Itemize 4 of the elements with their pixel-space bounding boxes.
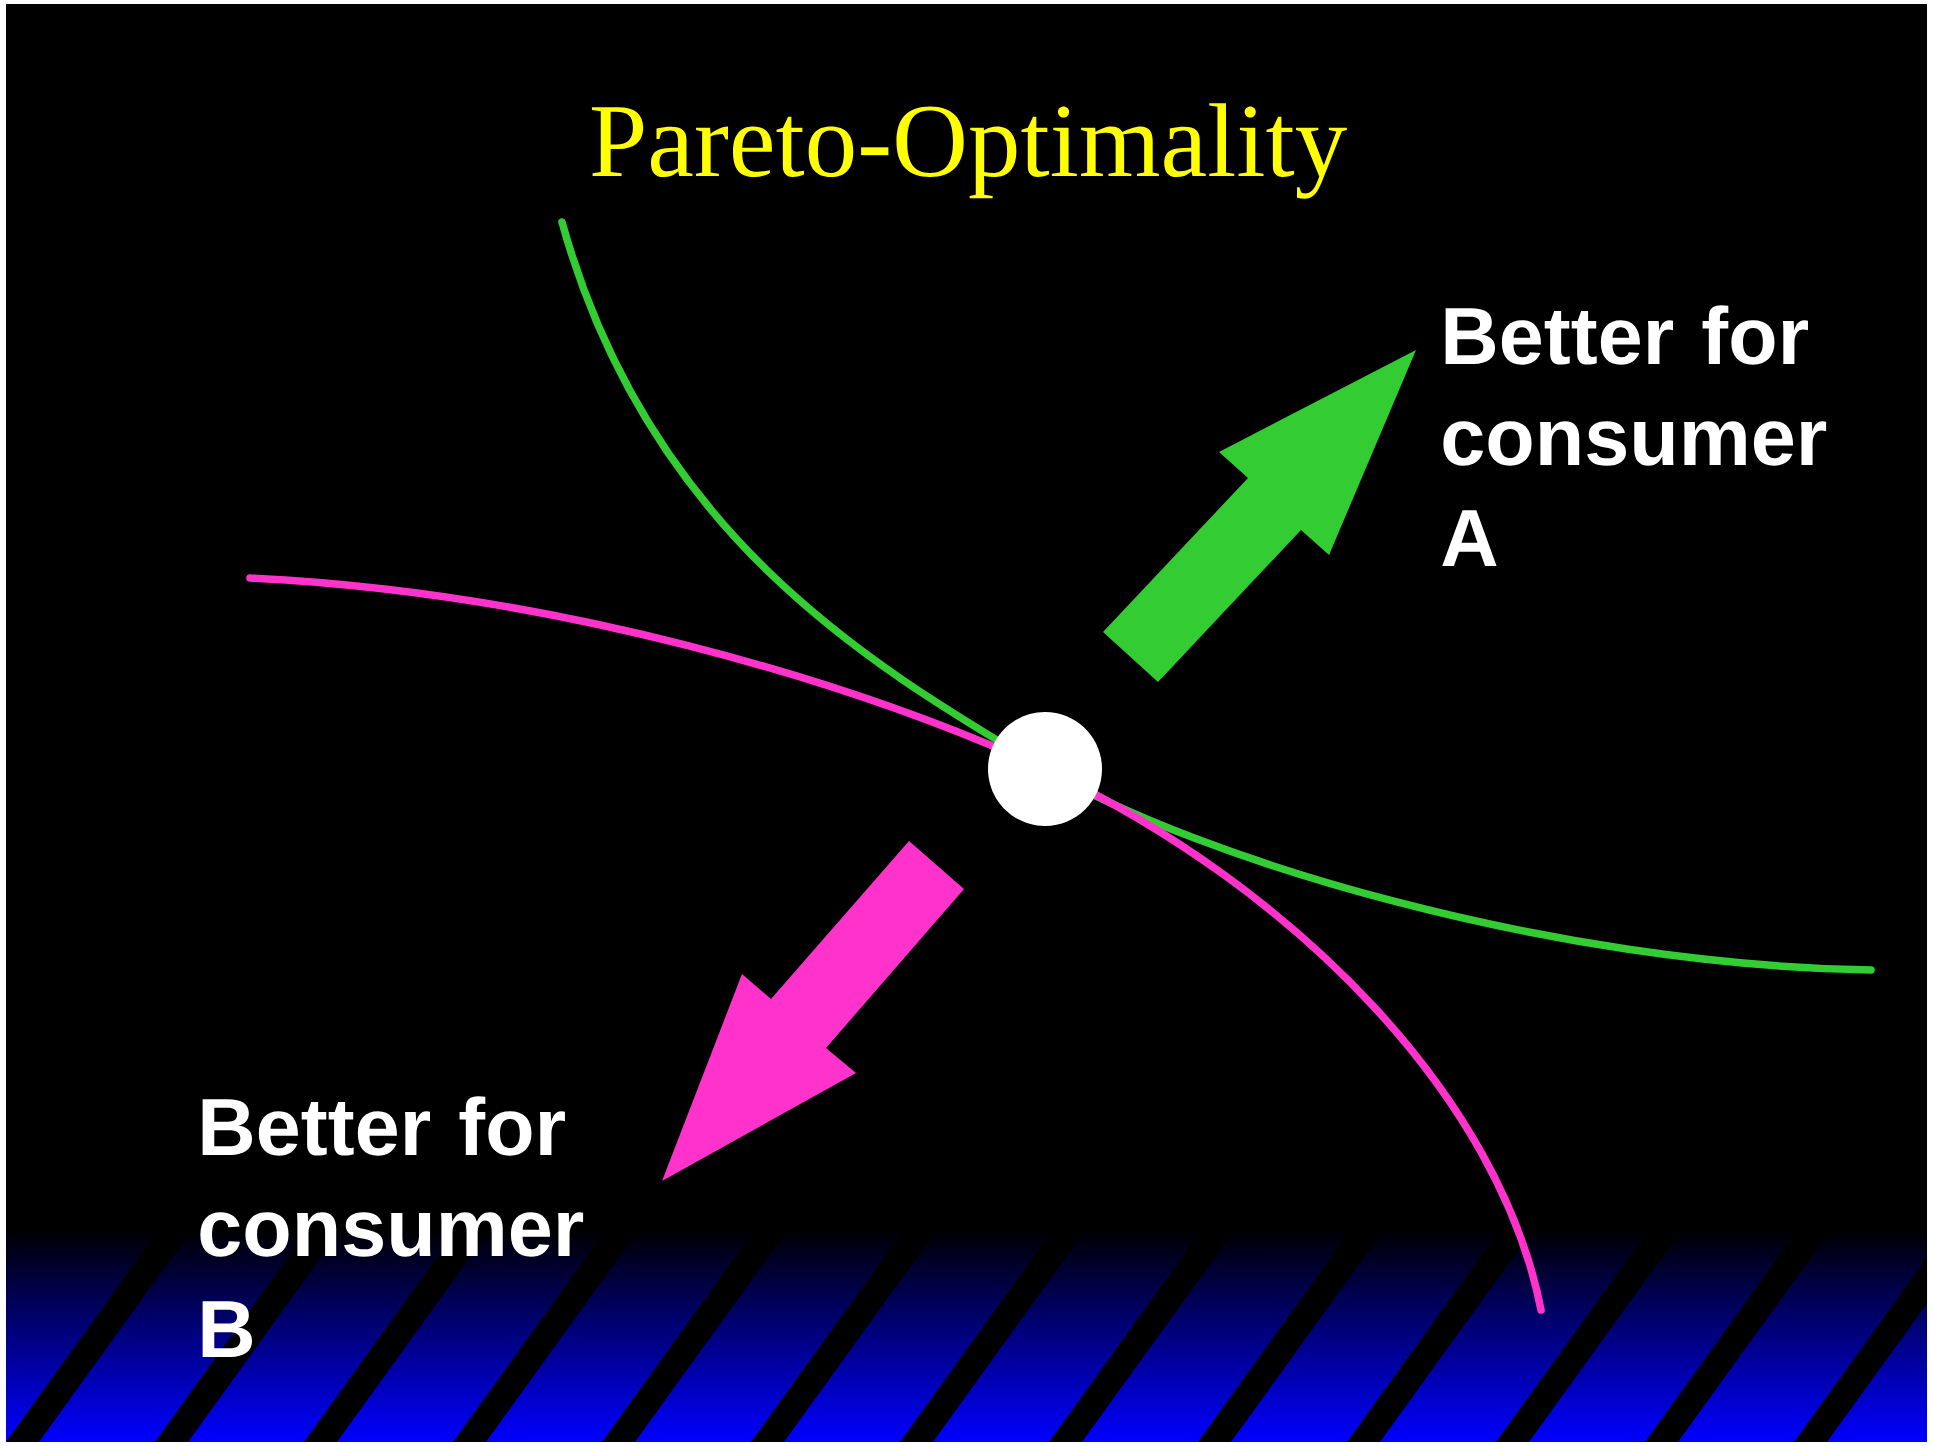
point-marker bbox=[988, 712, 1102, 826]
direction-label: Better for consumer A bbox=[1442, 305, 1827, 566]
title: Pareto-Optimality bbox=[591, 103, 1347, 199]
direction-label: Better for consumer B bbox=[200, 1096, 584, 1357]
